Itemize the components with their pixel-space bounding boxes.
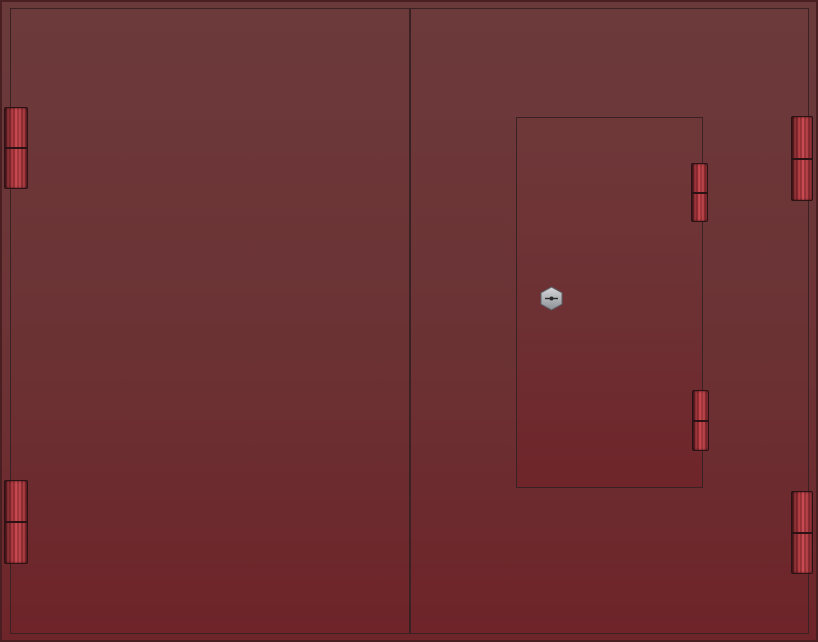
hinge-icon <box>791 116 813 201</box>
hinge-icon <box>692 390 709 451</box>
hinge-icon <box>791 491 813 574</box>
lock-icon[interactable] <box>539 286 564 311</box>
left-gate-leaf <box>10 8 410 634</box>
hinge-icon <box>4 480 28 564</box>
hinge-icon <box>4 107 28 189</box>
hinge-icon <box>691 163 708 222</box>
